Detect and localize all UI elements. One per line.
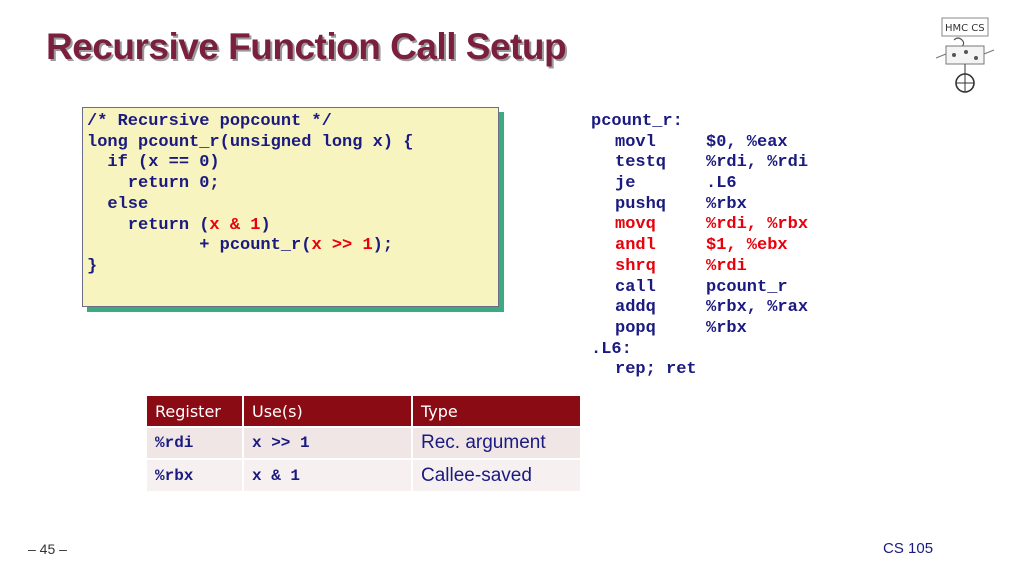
svg-text:HMC CS: HMC CS xyxy=(945,23,985,34)
code-text: ); xyxy=(372,236,394,256)
asm-operands: %rdi xyxy=(706,256,747,276)
asm-instruction: shrq xyxy=(615,256,656,276)
code-text: else xyxy=(87,194,149,214)
table-row: %rdi x >> 1 Rec. argument xyxy=(147,426,582,459)
asm-line: addq %rbx, %rax xyxy=(591,298,808,319)
asm-instruction: je xyxy=(615,174,636,194)
asm-operands: %rdi, %rbx xyxy=(706,215,809,235)
cell-use: x & 1 xyxy=(243,458,413,491)
code-line: else xyxy=(87,195,498,216)
asm-instruction: movl xyxy=(615,132,656,152)
asm-line: pcount_r: xyxy=(591,112,808,133)
asm-instruction: addq xyxy=(615,298,656,318)
cell-type: Rec. argument xyxy=(412,426,582,459)
cell-register: %rdi xyxy=(147,426,244,459)
header-register: Register xyxy=(147,396,244,427)
asm-operands: $1, %ebx xyxy=(706,236,788,256)
page-number: – 45 – xyxy=(28,541,67,557)
asm-operands: %rbx xyxy=(706,318,747,338)
asm-operands: .L6 xyxy=(706,174,737,194)
code-line: /* Recursive popcount */ xyxy=(87,112,498,133)
code-text: return ( xyxy=(87,215,210,235)
code-text: } xyxy=(87,256,98,276)
asm-operands: %rbx xyxy=(706,194,747,214)
asm-operands: %rbx, %rax xyxy=(706,298,809,318)
asm-instruction: rep; ret xyxy=(615,360,697,380)
code-line: return (x & 1) xyxy=(87,216,498,237)
asm-operands: %rdi, %rdi xyxy=(706,153,809,173)
asm-line: shrq %rdi xyxy=(591,257,808,278)
asm-instruction: .L6: xyxy=(591,339,632,359)
code-text: long pcount_r(unsigned long x) { xyxy=(87,132,414,152)
asm-instruction: popq xyxy=(615,318,656,338)
code-line: } xyxy=(87,257,498,278)
course-label: CS 105 xyxy=(883,540,934,557)
code-line: long pcount_r(unsigned long x) { xyxy=(87,133,498,154)
register-usage-table: Register Use(s) Type %rdi x >> 1 Rec. ar… xyxy=(147,396,582,491)
code-text: ) xyxy=(260,215,271,235)
asm-line: .L6: xyxy=(591,340,808,361)
asm-line: andl $1, %ebx xyxy=(591,236,808,257)
code-line: if (x == 0) xyxy=(87,153,498,174)
asm-operands: $0, %eax xyxy=(706,132,788,152)
slide-title: Recursive Function Call Setup xyxy=(46,26,567,67)
table-row: %rbx x & 1 Callee-saved xyxy=(147,458,582,491)
asm-line: pushq %rbx xyxy=(591,195,808,216)
asm-instruction: testq xyxy=(615,153,667,173)
asm-line: testq %rdi, %rdi xyxy=(591,153,808,174)
asm-instruction: andl xyxy=(615,236,656,256)
asm-instruction: pcount_r: xyxy=(591,112,683,131)
asm-instruction: call xyxy=(615,277,656,297)
code-line: return 0; xyxy=(87,174,498,195)
asm-line: je .L6 xyxy=(591,174,808,195)
asm-line: call pcount_r xyxy=(591,278,808,299)
code-text: /* Recursive popcount */ xyxy=(87,112,332,131)
asm-operands: pcount_r xyxy=(706,277,788,297)
cell-register: %rbx xyxy=(147,458,244,491)
assembly-listing: pcount_r:movl $0, %eax testq %rdi, %rdi je .L… xyxy=(591,112,808,381)
code-text: if (x == 0) xyxy=(87,153,220,173)
header-uses: Use(s) xyxy=(243,396,413,427)
hmc-cs-logo: HMC CS xyxy=(935,17,995,93)
asm-line: rep; ret xyxy=(591,360,808,381)
c-source-code-box: /* Recursive popcount */long pcount_r(un… xyxy=(82,107,499,307)
highlighted-code: x >> 1 xyxy=(311,236,373,256)
cell-type: Callee-saved xyxy=(412,458,582,491)
asm-line: movq %rdi, %rbx xyxy=(591,215,808,236)
asm-line: popq %rbx xyxy=(591,319,808,340)
asm-instruction: pushq xyxy=(615,194,667,214)
highlighted-code: x & 1 xyxy=(209,215,261,235)
c-source-code: /* Recursive popcount */long pcount_r(un… xyxy=(87,112,498,278)
code-text: return 0; xyxy=(87,174,220,194)
asm-line: movl $0, %eax xyxy=(591,133,808,154)
code-text: + pcount_r( xyxy=(87,236,312,256)
cell-use: x >> 1 xyxy=(243,426,413,459)
header-type: Type xyxy=(412,396,582,427)
code-line: + pcount_r(x >> 1); xyxy=(87,236,498,257)
asm-instruction: movq xyxy=(615,215,656,235)
